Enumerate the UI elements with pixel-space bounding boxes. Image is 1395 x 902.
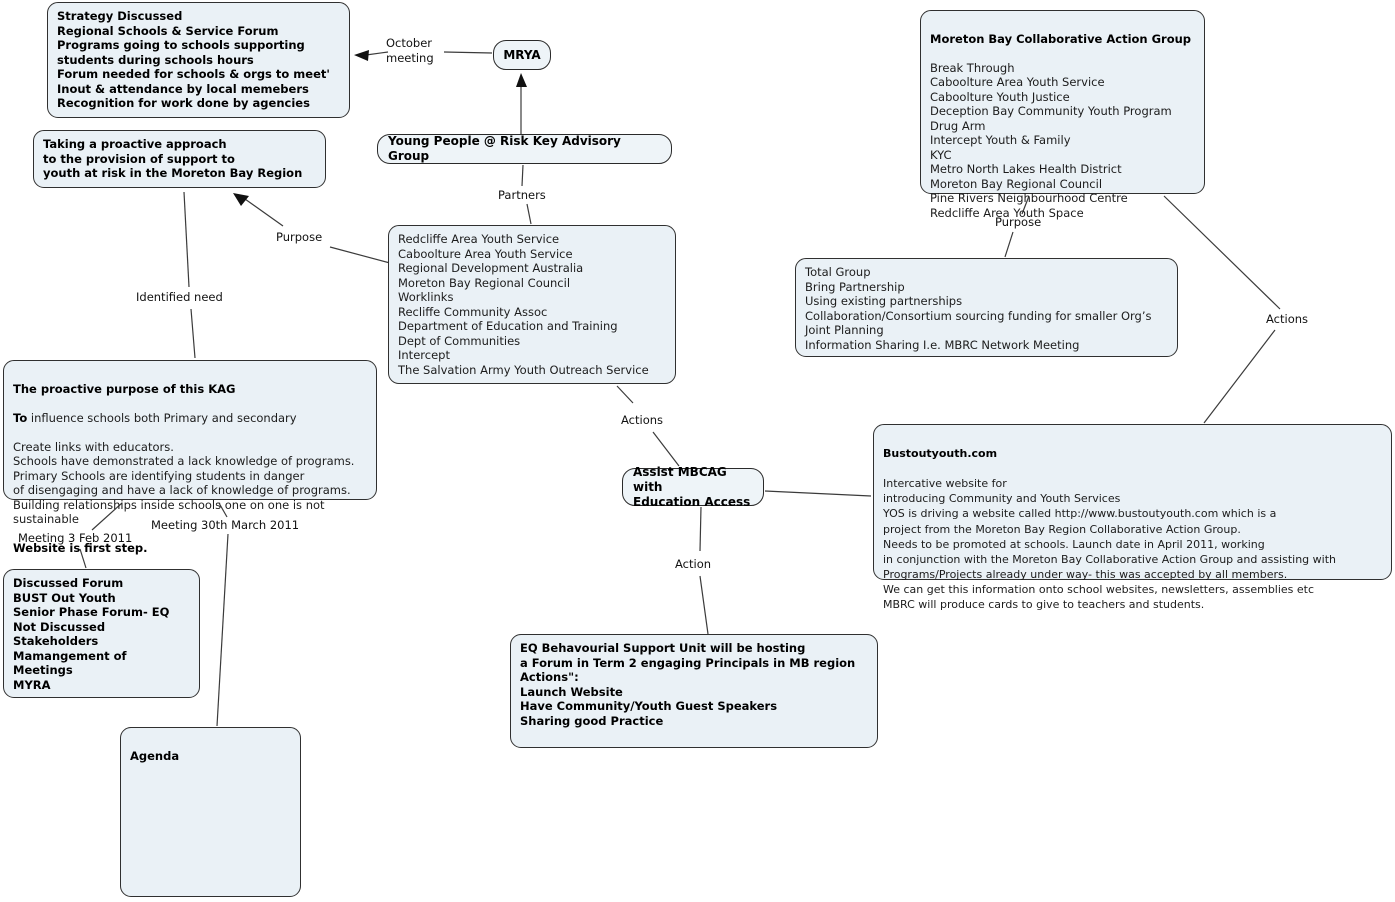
partner-list-box[interactable]: Redcliffe Area Youth Service Caboolture …: [388, 225, 676, 384]
identified-need-link-label[interactable]: Identified need: [136, 290, 223, 304]
purpose-left-link-label[interactable]: Purpose: [276, 230, 323, 244]
meeting-march-link-label[interactable]: Meeting 30th March 2011: [151, 518, 300, 532]
mbcag-box[interactable]: Moreton Bay Collaborative Action Group B…: [920, 10, 1205, 220]
bustoutyouth-box[interactable]: Bustoutyouth.com Intercative website for…: [873, 424, 1392, 611]
meeting-feb-link-label[interactable]: Meeting 3 Feb 2011: [18, 531, 133, 545]
actions-right-link-label[interactable]: Actions: [1266, 312, 1309, 326]
action-link-label[interactable]: Action: [675, 557, 712, 571]
discussed-forum-box[interactable]: Discussed Forum BUST Out Youth Senior Ph…: [3, 569, 200, 698]
purpose-right-link-label[interactable]: Purpose: [995, 215, 1042, 229]
agenda-title: Agenda: [130, 748, 180, 763]
proactive-purpose-body: Create links with educators. Schools hav…: [13, 439, 355, 527]
proactive-purpose-to-line: To influence schools both Primary and se…: [13, 410, 297, 425]
actions-center-link-label[interactable]: Actions: [621, 413, 664, 427]
total-group-box[interactable]: Total Group Bring Partnership Using exis…: [795, 258, 1178, 357]
partners-link-label[interactable]: Partners: [498, 188, 546, 202]
proactive-purpose-title: The proactive purpose of this KAG: [13, 381, 236, 396]
mrya-node[interactable]: MRYA: [493, 40, 551, 70]
proactive-purpose-box[interactable]: The proactive purpose of this KAG To inf…: [3, 360, 377, 555]
mbcag-title: Moreton Bay Collaborative Action Group: [930, 31, 1192, 46]
proactive-purpose-footer: Website is first step.: [13, 541, 148, 555]
assist-mbcag-node[interactable]: Assist MBCAG with Education Access: [622, 465, 764, 509]
bustoutyouth-body: Intercative website for introducing Comm…: [883, 477, 1336, 612]
strategy-discussed-box[interactable]: Strategy Discussed Regional Schools & Se…: [47, 2, 350, 118]
october-meeting-link-label[interactable]: October meeting: [386, 36, 434, 65]
young-people-at-risk-node[interactable]: Young People @ Risk Key Advisory Group: [377, 134, 672, 164]
eq-behavourial-box[interactable]: EQ Behavourial Support Unit will be host…: [510, 634, 878, 748]
taking-proactive-approach-box[interactable]: Taking a proactive approach to the provi…: [33, 130, 326, 188]
agenda-box[interactable]: Agenda: [120, 727, 301, 897]
bustoutyouth-title: Bustoutyouth.com: [883, 447, 998, 461]
mbcag-members: Break Through Caboolture Area Youth Serv…: [930, 60, 1172, 220]
